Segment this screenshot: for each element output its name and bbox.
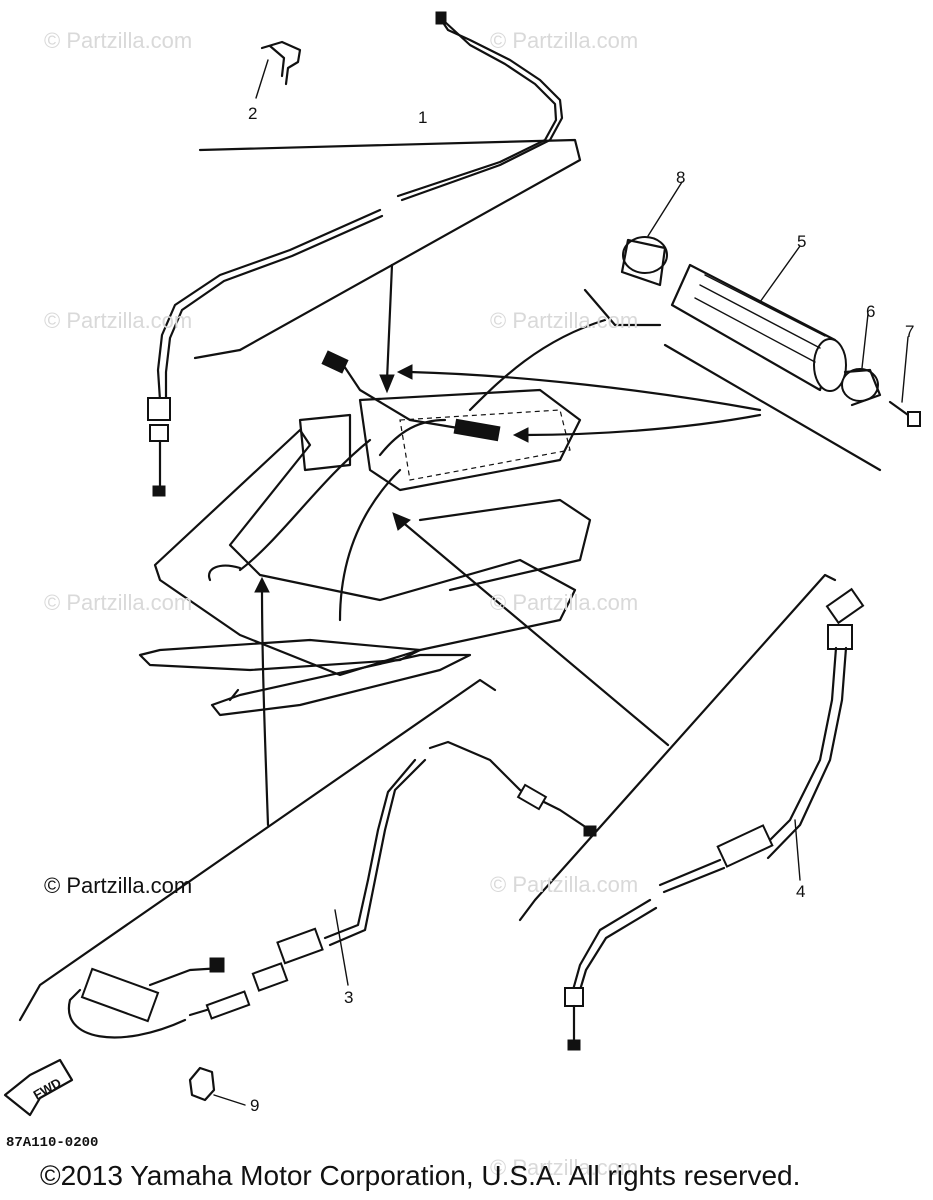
partzilla-credit: © Partzilla.com	[44, 873, 193, 898]
grip-assembly	[620, 181, 921, 427]
grip-bracket-bottom	[663, 343, 882, 472]
snowmobile-body	[138, 350, 592, 717]
cable-3-bracket	[18, 678, 497, 1022]
watermark: © Partzilla.com	[490, 308, 639, 333]
clip-9	[188, 1066, 246, 1106]
assembly-arrows	[254, 263, 762, 827]
diagram-code: 87A110-0200	[6, 1135, 99, 1151]
callout-8: 8	[676, 168, 686, 187]
watermark: © Partzilla.com	[490, 872, 639, 897]
callout-2: 2	[248, 104, 258, 123]
callout-3: 3	[344, 988, 354, 1007]
fwd-arrow-icon: FWD	[3, 1058, 74, 1117]
watermark: © Partzilla.com	[44, 590, 193, 615]
watermark: © Partzilla.com	[44, 28, 193, 53]
callout-7: 7	[905, 322, 915, 341]
watermark: © Partzilla.com	[490, 1155, 639, 1180]
callout-4: 4	[796, 882, 806, 901]
grip-bracket-left	[583, 288, 662, 327]
cable-3	[67, 740, 597, 1039]
fwd-label: FWD	[31, 1075, 64, 1103]
watermark: © Partzilla.com	[490, 28, 639, 53]
cable-1	[147, 11, 564, 497]
clip-2	[255, 40, 302, 99]
cable-4-bracket	[518, 573, 837, 922]
callout-1: 1	[418, 108, 428, 127]
callout-9: 9	[250, 1096, 260, 1115]
callout-5: 5	[797, 232, 807, 251]
cable-1-bracket	[198, 138, 582, 352]
watermark: © Partzilla.com	[44, 308, 193, 333]
cable-1-bracket-tail	[193, 348, 242, 360]
callout-6: 6	[866, 302, 876, 321]
copyright-notice: ©2013 Yamaha Motor Corporation, U.S.A. A…	[40, 1160, 801, 1191]
watermark: © Partzilla.com	[490, 590, 639, 615]
cable-4	[564, 587, 865, 1051]
